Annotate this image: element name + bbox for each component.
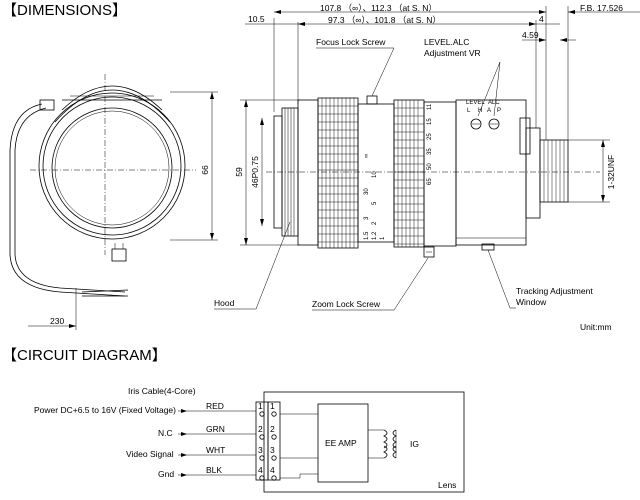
zoom-scale-65: 65	[427, 178, 433, 185]
circuit-row-video-label: Video Signal	[126, 449, 174, 459]
circuit-row-power-label: Power DC+6.5 to 16V (Fixed Voltage)	[34, 405, 176, 415]
hood-callout: Hood	[214, 298, 235, 308]
circuit-row-gnd-label: Gnd	[158, 469, 174, 479]
top-dim-107: 107.8 （∞）、112.3 （at S. N）	[320, 3, 437, 13]
focus-scale-1-5: 1.5	[364, 231, 370, 240]
dim-230: 230	[50, 316, 64, 326]
vr-alc-label: ALC	[488, 100, 500, 106]
zoom-scale-15: 15	[427, 118, 433, 125]
pin-3-left: 3	[258, 445, 263, 455]
dimensions-heading: 【DIMENSIONS】	[2, 2, 127, 19]
ig-coil-1	[383, 429, 388, 449]
dim-4: 4	[539, 14, 544, 24]
level-vr-icon	[470, 118, 482, 130]
ee-amp-box	[317, 403, 369, 483]
iris-cable-label: Iris Cable(4-Core)	[128, 386, 196, 396]
focus-scale-2: 2	[372, 221, 378, 225]
focus-scale-1: 1	[380, 236, 386, 240]
focus-scale-5: 5	[372, 201, 378, 205]
top-dimensions: 107.8 （∞）、112.3 （at S. N） 97.3 （∞）、101.8…	[245, 3, 640, 203]
dim-thread: 1-32UNF	[606, 155, 616, 189]
zoom-scale-25: 25	[427, 133, 433, 140]
wire-red: RED	[206, 401, 224, 411]
callouts: Focus Lock Screw LEVEL.ALC Adjustment VR…	[214, 37, 612, 332]
ig-coil-2	[383, 445, 388, 459]
vr-l-label: L	[467, 108, 471, 114]
wire-blk: BLK	[206, 465, 222, 475]
vr-h-label: H	[478, 108, 482, 114]
tracking-callout-2: Window	[516, 297, 547, 307]
focus-scale-30: 30	[364, 188, 370, 195]
pin-3-right: 3	[270, 445, 275, 455]
circuit-heading: 【CIRCUIT DIAGRAM】	[2, 347, 167, 364]
focus-scale-1-2: 1.2	[372, 231, 378, 240]
pin-4-left: 4	[258, 465, 263, 475]
focus-scale-10: 10	[372, 171, 378, 178]
dim-59: 59	[234, 167, 244, 177]
top-dim-97: 97.3 （∞）、101.8 （at S. N）	[328, 15, 441, 25]
side-view: 59 46P0.75	[234, 95, 600, 258]
vr-p-label: P	[497, 108, 501, 114]
vr-level-label: LEVEL	[466, 100, 485, 106]
focus-scale-3: 3	[364, 216, 370, 220]
zoom-scale-11: 11	[427, 103, 433, 110]
wire-grn: GRN	[206, 424, 225, 434]
dim-10-5: 10.5	[248, 14, 265, 24]
zoom-scale-35: 35	[427, 148, 433, 155]
unit-label: Unit:mm	[580, 322, 612, 332]
focus-scale-inf: ∞	[364, 154, 370, 158]
dim-fb: F.B. 17.526	[580, 3, 623, 13]
circuit-row-nc-label: N.C	[158, 428, 173, 438]
dim-4-59: 4.59	[522, 30, 539, 40]
zoom-scale-50: 50	[427, 163, 433, 170]
focus-lock-callout: Focus Lock Screw	[316, 37, 386, 47]
alc-vr-icon	[488, 118, 500, 130]
front-view: 66 230	[9, 74, 218, 330]
vr-a-label: A	[487, 108, 491, 114]
level-alc-callout-1: LEVEL.ALC	[424, 37, 469, 47]
circuit-diagram: Iris Cable(4-Core) Lens Power DC+6.5 to …	[34, 386, 465, 493]
level-alc-callout-2: Adjustment VR	[424, 48, 481, 58]
tracking-callout-1: Tracking Adjustment	[516, 286, 593, 296]
wire-wht: WHT	[206, 445, 225, 455]
ig-label: IG	[410, 439, 419, 449]
pin-1-right: 1	[270, 401, 275, 411]
lens-box	[263, 391, 465, 493]
dim-46: 46P0.75	[250, 156, 260, 188]
pin-1-left: 1	[258, 401, 263, 411]
zoom-lock-callout: Zoom Lock Screw	[312, 299, 381, 309]
dim-66: 66	[200, 165, 210, 175]
ee-amp-label: EE AMP	[325, 438, 357, 448]
pin-2-right: 2	[270, 424, 275, 434]
pin-4-right: 4	[270, 465, 275, 475]
pin-2-left: 2	[258, 424, 263, 434]
ig-coil-3	[392, 429, 397, 449]
lens-label: Lens	[438, 480, 456, 490]
